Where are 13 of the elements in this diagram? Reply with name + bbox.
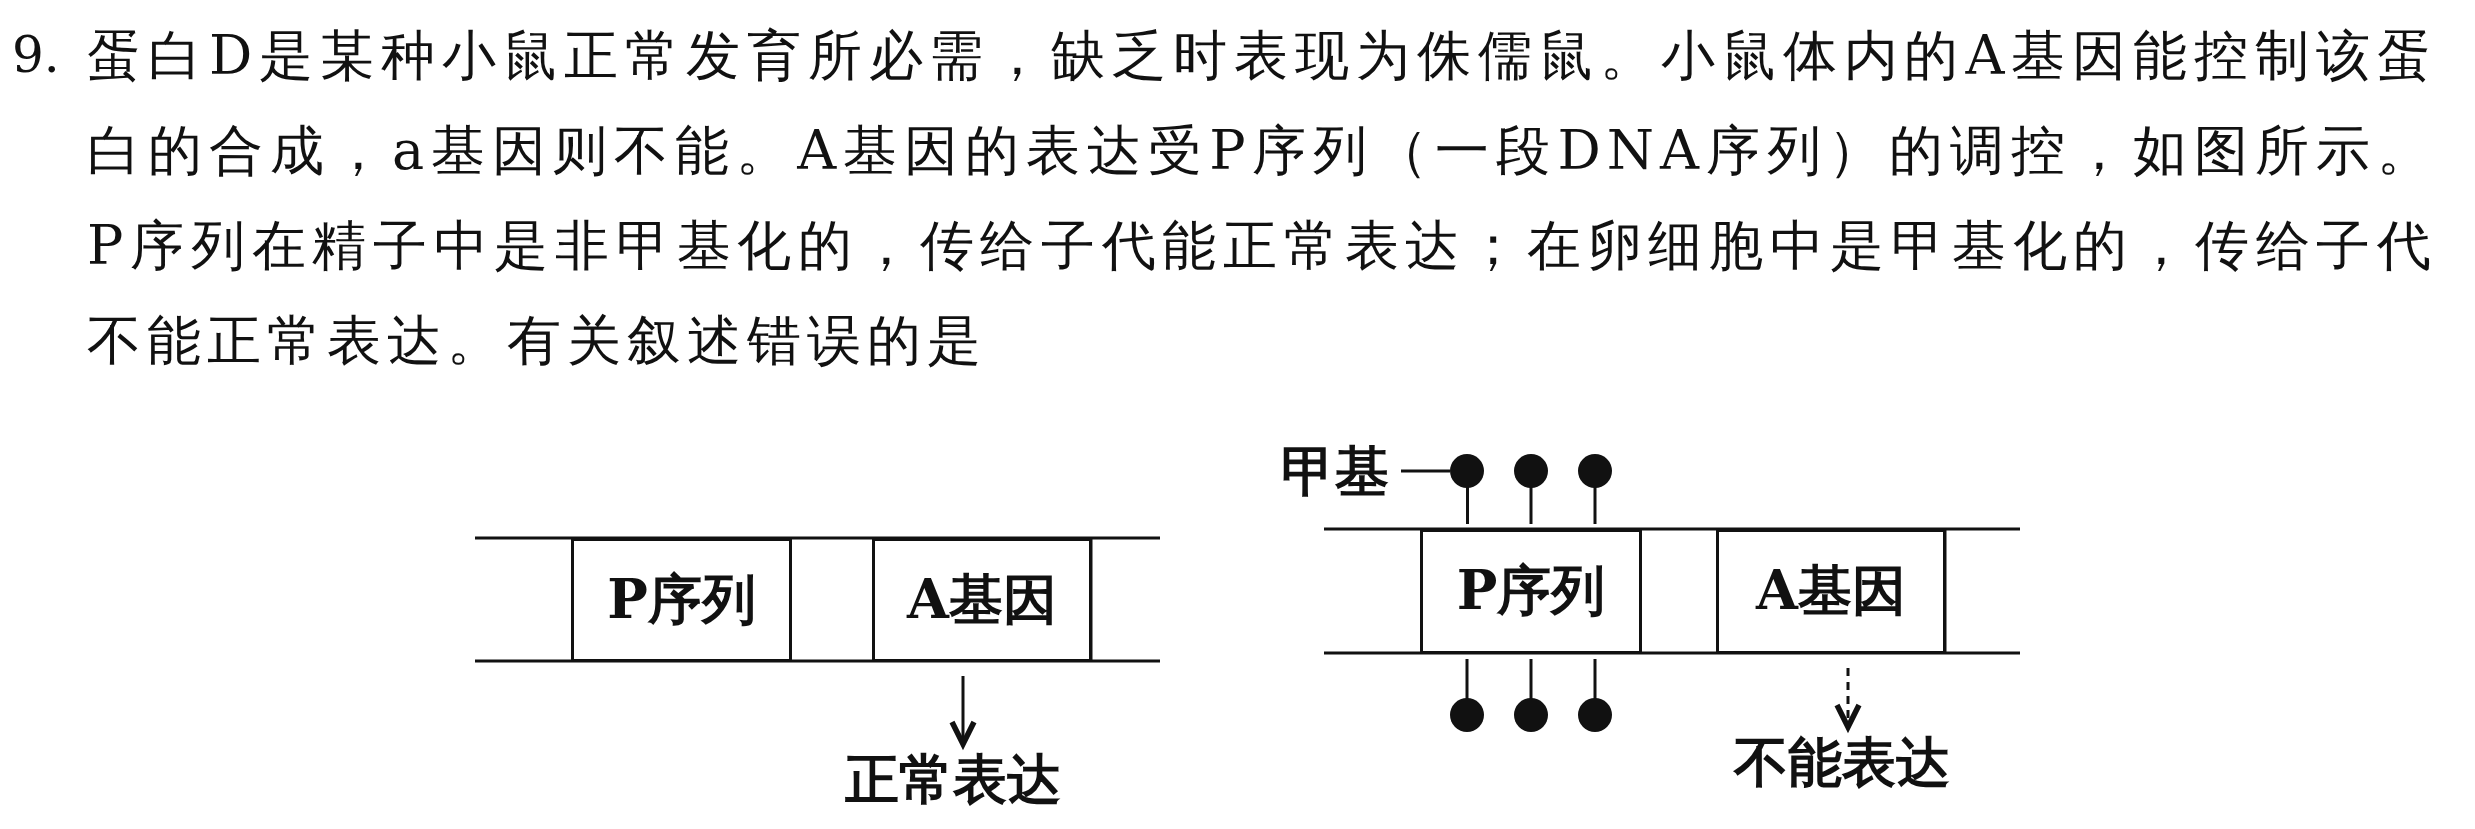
- sequence-box: A基因: [872, 538, 1092, 662]
- text-label: 不能表达: [1734, 735, 1970, 795]
- sequence-box: A基因: [1716, 529, 1946, 654]
- sequence-box: P序列: [1420, 529, 1642, 654]
- arrow: [1834, 668, 1862, 730]
- question-number: 9.: [12, 25, 60, 86]
- text-label: 正常表达: [845, 752, 1081, 812]
- methyl-circle: [1450, 454, 1484, 524]
- arrow: [949, 676, 977, 747]
- text-label: 甲基: [1281, 444, 1399, 500]
- question-text: 蛋白D是某种小鼠正常发育所必需，缺乏时表现为侏儒鼠。小鼠体内的A基因能控制该蛋白的合成，a基因则不能。A基因的表达受P序列（一段DNA序列）的调控，如图所示。P序列在精子中是非甲基化的，传给子代能正常表达；在卵细胞中是甲基化的，传给子代不能正常表达。有关叙述错误的是: [87, 23, 2437, 374]
- leader-line: [1401, 469, 1450, 473]
- sequence-box: P序列: [571, 538, 792, 662]
